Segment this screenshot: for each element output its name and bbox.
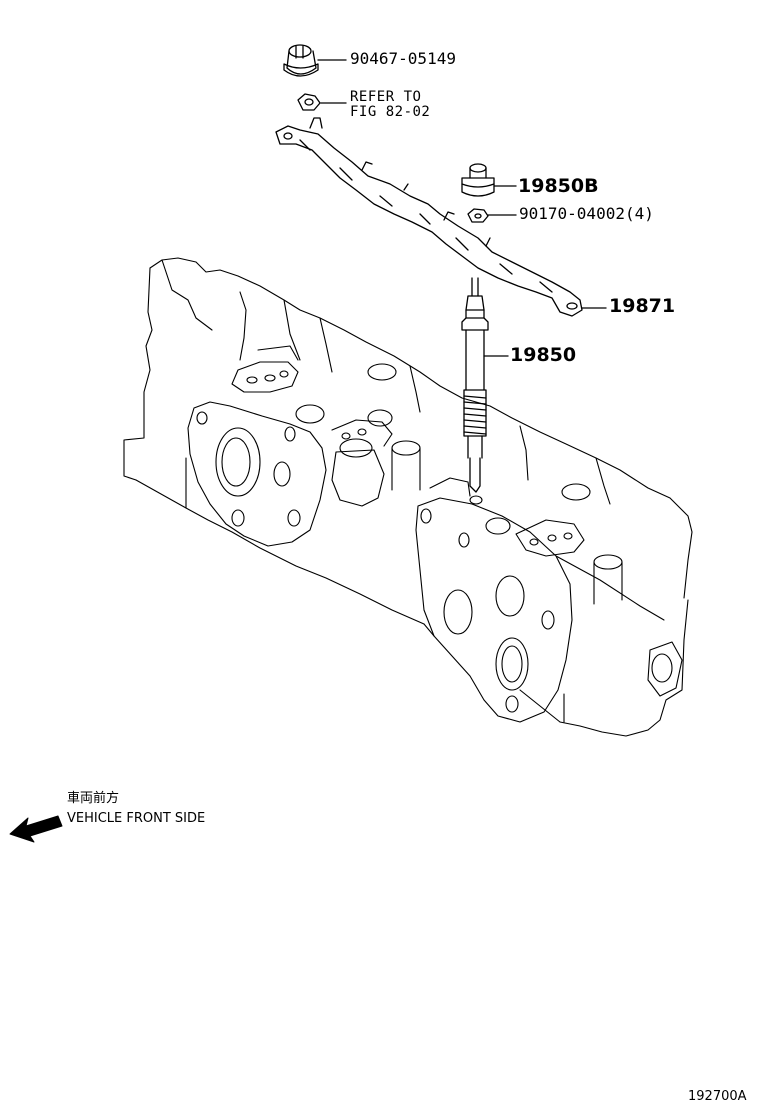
refer-note-line1: REFER TO xyxy=(350,89,422,105)
connector-part xyxy=(461,163,495,197)
nut-part xyxy=(467,208,489,223)
bus-bar-part xyxy=(275,117,583,317)
front-arrow xyxy=(9,815,63,843)
glow-plug-part xyxy=(461,277,489,493)
part-number-bus-bar: 19871 xyxy=(609,295,676,317)
figure-id: 192700A xyxy=(688,1089,747,1104)
part-number-bolt-cap: 90467-05149 xyxy=(350,49,456,68)
legend-japanese: 車両前方 xyxy=(67,791,120,806)
part-number-glow-plug: 19850 xyxy=(510,344,577,366)
refer-note-line2: FIG 82-02 xyxy=(350,104,431,120)
part-number-nut: 90170-04002(4) xyxy=(519,204,654,223)
legend-vehicle-front-side: VEHICLE FRONT SIDE xyxy=(67,811,206,826)
cap-bolt-part xyxy=(283,44,319,77)
cylinder-head xyxy=(123,257,693,737)
small-nut-part xyxy=(297,93,321,111)
part-number-connector: 19850B xyxy=(518,175,599,197)
